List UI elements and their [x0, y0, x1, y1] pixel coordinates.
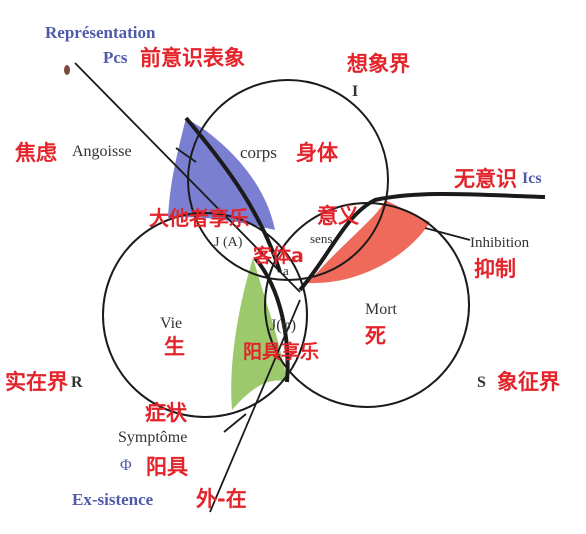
inhibition-region	[308, 200, 430, 284]
real-circle	[102, 212, 308, 418]
mort-label: Mort	[365, 301, 398, 318]
representation-label: Représentation	[45, 23, 156, 42]
symptom-arc	[253, 256, 290, 383]
corps-cn-label: 身体	[296, 141, 339, 165]
inhibition-pointer	[424, 227, 471, 241]
symptome-pointer	[223, 413, 247, 433]
representation-line	[74, 62, 301, 293]
inhibition-label: Inhibition	[470, 235, 530, 251]
inhibition-arc	[298, 191, 546, 292]
pcs-cn-label: 前意识表象	[140, 46, 245, 70]
exsistence-label: Ex-sistence	[72, 490, 154, 509]
symptom-cn-label: 症状	[145, 401, 188, 425]
corps-label: corps	[240, 143, 277, 162]
imaginary-cn-label: 想象界	[347, 52, 410, 76]
symptom-region	[231, 258, 287, 410]
anxiety-arc	[184, 116, 282, 273]
j-a-label: J (A)	[214, 235, 243, 250]
symbolic-cn-label: 象征界	[497, 370, 560, 394]
exsistence-cn-label: 外-在	[196, 487, 247, 511]
phallus-cn-label: 阳具	[146, 455, 188, 479]
real-cn-label: 实在界	[5, 370, 68, 394]
vie-cn-label: 生	[164, 335, 185, 359]
inhibition-cn-label: 抑制	[474, 257, 516, 281]
ink-mark	[64, 65, 70, 75]
j-phi-label: J(φ)	[270, 317, 296, 334]
ucs-cn-label: 无意识	[454, 167, 517, 191]
real-letter: R	[71, 374, 83, 391]
mort-cn-label: 死	[365, 324, 386, 348]
pcs-label: Pcs	[103, 48, 128, 67]
angoisse-label: Angoisse	[72, 143, 132, 160]
symptome-label: Symptôme	[118, 429, 187, 446]
angoisse-pointer	[175, 147, 197, 163]
small-a-label: a	[283, 263, 289, 278]
ics-label: Ics	[522, 170, 542, 187]
sens-label: sens	[310, 231, 332, 246]
meaning-cn-label: 意义	[317, 204, 359, 228]
phallic-jouissance-cn-label: 阳具享乐	[243, 340, 319, 363]
vie-label: Vie	[160, 315, 182, 332]
imaginary-letter: I	[352, 83, 358, 100]
phi-label: Φ	[120, 457, 132, 474]
symbolic-letter: S	[477, 374, 486, 391]
angoisse-cn-label: 焦虑	[14, 141, 57, 165]
object-a-cn-label: 客体a	[253, 244, 304, 267]
other-jouissance-cn-label: 大他者享乐	[149, 206, 249, 230]
